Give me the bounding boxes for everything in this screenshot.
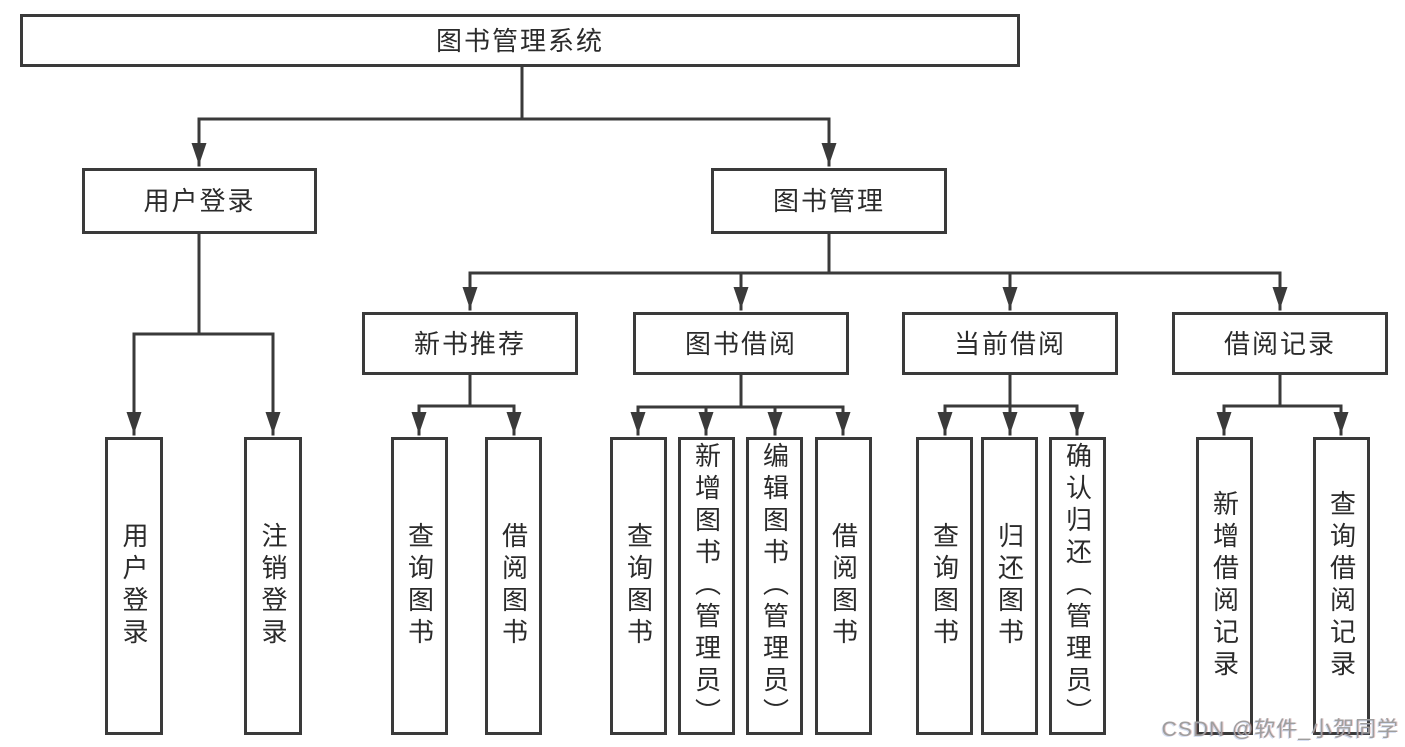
leaf-rec-borrow-books-label: 借阅图书 (498, 522, 529, 650)
node-current-borrowing: 当前借阅 (902, 312, 1118, 375)
leaf-record-add-label: 新增借阅记录 (1209, 490, 1240, 682)
edges-mgmt (462, 231, 1288, 311)
leaf-borrow-query-books-label: 查询图书 (623, 522, 654, 650)
leaf-logout: 注销登录 (244, 437, 302, 735)
node-borrow-records-label: 借阅记录 (1223, 328, 1336, 359)
node-user-login: 用户登录 (82, 168, 317, 234)
leaf-borrow-borrow-books: 借阅图书 (815, 437, 872, 735)
node-new-book-recommend: 新书推荐 (362, 312, 578, 375)
leaf-current-return-books: 归还图书 (981, 437, 1038, 735)
leaf-borrow-borrow-books-label: 借阅图书 (828, 522, 859, 650)
leaf-user-login: 用户登录 (105, 437, 163, 735)
leaf-logout-label: 注销登录 (258, 522, 288, 650)
csdn-watermark: CSDN @软件_小贺同学 (1161, 718, 1399, 741)
node-root-label: 图书管理系统 (435, 25, 604, 56)
edges-root (191, 65, 837, 167)
leaf-borrow-add-books-admin: 新增图书（管理员） (678, 437, 735, 735)
leaf-rec-query-books-label: 查询图书 (404, 522, 435, 650)
node-user-login-label: 用户登录 (143, 186, 256, 216)
leaf-record-query-label: 查询借阅记录 (1326, 490, 1357, 682)
edges-borrow (630, 373, 851, 436)
edges-login (126, 232, 281, 436)
node-book-management-label: 图书管理 (772, 186, 885, 216)
edges-record (1216, 373, 1349, 436)
leaf-user-login-label: 用户登录 (119, 522, 149, 650)
leaf-rec-borrow-books: 借阅图书 (485, 437, 542, 735)
node-book-borrowing: 图书借阅 (633, 312, 849, 375)
edges-current (937, 373, 1085, 436)
leaf-borrow-edit-books-admin-label: 编辑图书（管理员） (759, 442, 790, 730)
leaf-record-add: 新增借阅记录 (1196, 437, 1253, 735)
leaf-record-query: 查询借阅记录 (1313, 437, 1370, 735)
leaf-borrow-query-books: 查询图书 (610, 437, 667, 735)
node-book-management: 图书管理 (711, 168, 947, 234)
leaf-current-query-books-label: 查询图书 (929, 522, 960, 650)
leaf-rec-query-books: 查询图书 (391, 437, 448, 735)
node-borrow-records: 借阅记录 (1172, 312, 1388, 375)
leaf-borrow-add-books-admin-label: 新增图书（管理员） (691, 442, 722, 730)
leaf-current-return-books-label: 归还图书 (994, 522, 1025, 650)
node-root: 图书管理系统 (20, 14, 1020, 67)
leaf-current-query-books: 查询图书 (916, 437, 973, 735)
edges-rec (411, 373, 522, 436)
node-current-borrowing-label: 当前借阅 (953, 328, 1066, 359)
leaf-current-confirm-return-admin: 确认归还（管理员） (1049, 437, 1106, 735)
leaf-current-confirm-return-admin-label: 确认归还（管理员） (1062, 442, 1093, 730)
node-book-borrowing-label: 图书借阅 (684, 328, 797, 359)
leaf-borrow-edit-books-admin: 编辑图书（管理员） (746, 437, 803, 735)
node-new-book-recommend-label: 新书推荐 (413, 328, 526, 359)
